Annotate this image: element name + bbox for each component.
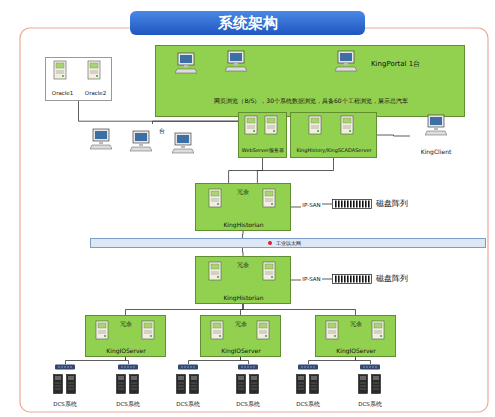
edge-label: IP-SAN [301,276,321,282]
node-text: KingPortal 1台 [371,60,459,68]
io-server-box: 冗余 KingIOServer [315,315,396,357]
connector-line [242,231,244,238]
node-text: 台 [157,128,167,135]
disk-array: 磁盘阵列 [332,272,413,286]
connector-line [243,304,356,315]
client-pcs: 台 [85,124,220,160]
dcs-system: DCS系统 [286,364,331,410]
connector-line [242,248,244,256]
connector-line [309,357,356,364]
node-text: 冗余 [233,189,253,196]
node-text: DCS系统 [286,401,330,407]
node-text: DCS系统 [226,401,270,407]
historian-box: 冗余 KingHistorian [195,183,291,231]
node-text: KingHistorian [196,295,291,302]
node-text: KingHistory/KingSCADAServer [291,148,377,154]
portal-box: KingPortal 1台网页浏览（B/S），30个系统数据浏览，具备60个工程… [155,45,465,117]
io-server-box: 冗余 KingIOServer [200,315,281,357]
connector-line [377,135,410,136]
network-band: 工业以太网 [90,238,486,248]
dcs-system: DCS系统 [43,364,88,410]
scada-server-box: KingHistory/KingSCADAServer [290,112,377,158]
connector-line [66,357,126,364]
node-text: 冗余 [231,321,251,328]
node-text: KingIOServer [316,348,396,355]
outer-frame [20,28,488,412]
dcs-cabinet-icons [54,375,381,394]
node-text: 工业以太网 [91,241,486,247]
node-text: KingIOServer [201,348,281,355]
connector-line [126,357,129,364]
connector-line [126,304,244,315]
io-server-box: 冗余 KingIOServer [85,315,166,357]
node-text: DCS系统 [348,401,392,407]
node-text: WebServer服务器 [239,148,287,154]
node-text: KingIOServer [86,348,166,355]
node-text: 网页浏览（B/S），30个系统数据浏览，具备60个工程浏览，展示总汽车 [161,98,461,105]
connector-line [153,121,239,124]
node-text: 磁盘阵列 [376,199,412,208]
connector-line [257,158,333,183]
connector-line [189,357,241,364]
node-text: KingHistorian [196,222,291,229]
historian-box: 冗余 KingHistorian [195,256,291,304]
web-server-box: WebServer服务器 [238,112,287,158]
dcs-system: DCS系统 [348,364,393,410]
dcs-system: DCS系统 [166,364,211,410]
client-pc: KingClient [410,112,463,160]
node-text: KingClient [410,149,462,156]
switch-icons [55,365,380,370]
node-text: 冗余 [116,321,136,328]
disk-array: 磁盘阵列 [332,197,413,211]
oracle-box: Oracle1Oracle2 [45,57,112,101]
edge-label: IP-SAN [301,202,321,208]
node-text: Oracle1 [46,90,79,96]
node-text: DCS系统 [43,401,87,407]
dcs-system: DCS系统 [106,364,151,410]
connector-line [241,357,249,364]
node-text: Oracle2 [79,90,112,96]
title-banner: 系统架构 [130,11,365,35]
connector-line [356,357,371,364]
node-text: 磁盘阵列 [376,274,412,283]
node-text: 冗余 [346,321,366,328]
node-text: 冗余 [233,262,253,269]
node-text: DCS系统 [166,401,210,407]
node-text: DCS系统 [106,401,150,407]
dcs-system: DCS系统 [226,364,271,410]
